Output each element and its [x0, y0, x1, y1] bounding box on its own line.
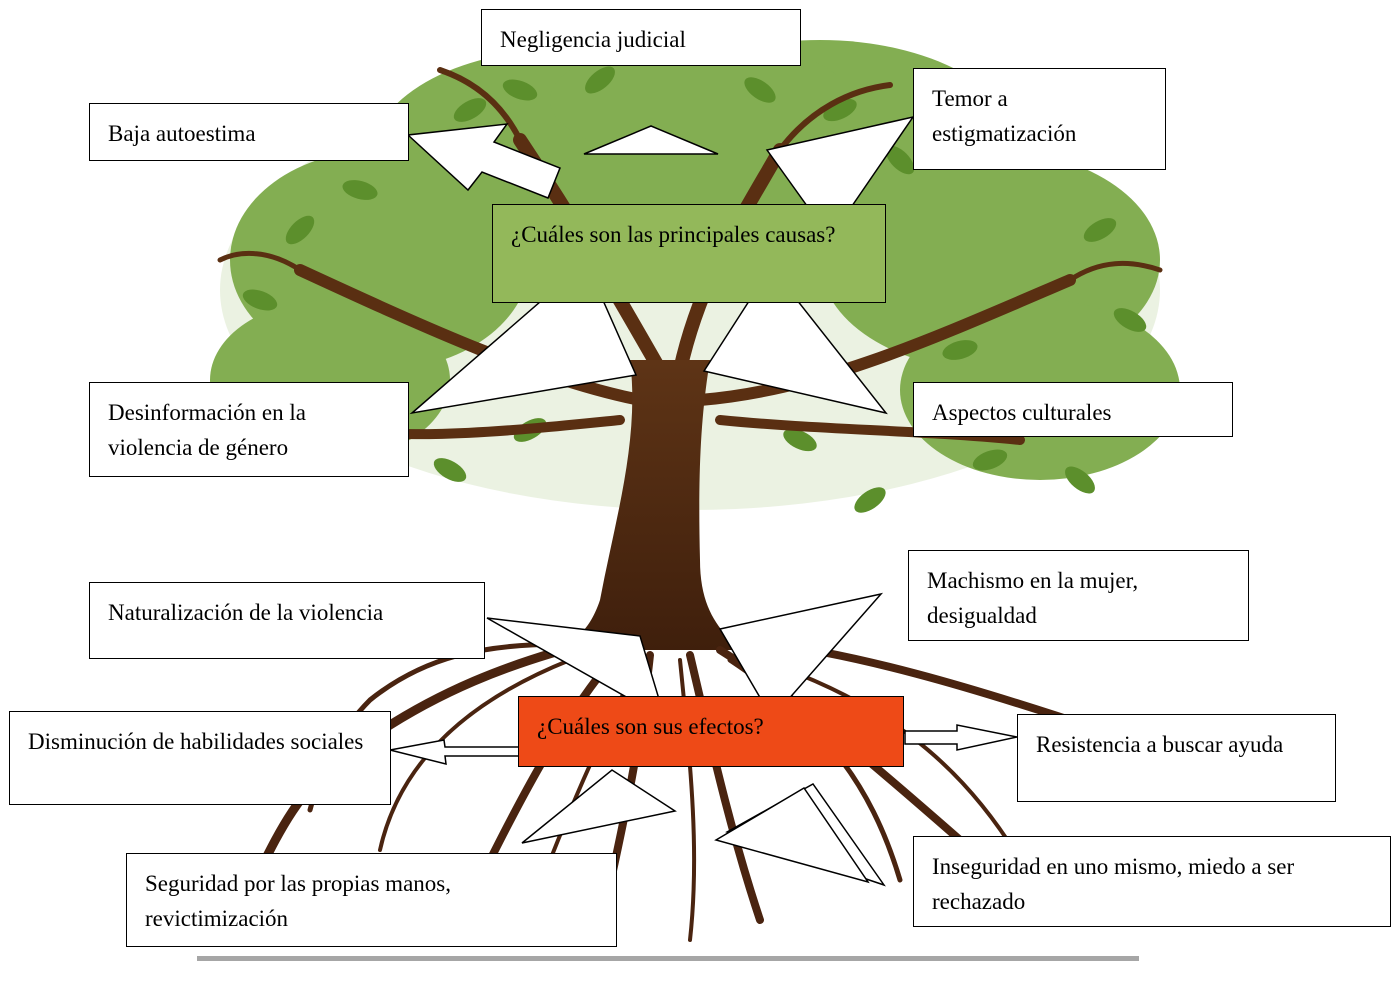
arrow-to-naturalizacion [486, 617, 667, 721]
arrow-to-resistencia [904, 724, 1018, 751]
effects-question-text: ¿Cuáles son sus efectos? [537, 714, 764, 739]
arrow-callouts [389, 115, 1018, 887]
effect-resistencia-text: Resistencia a buscar ayuda [1036, 732, 1284, 757]
cause-negligencia-text: Negligencia judicial [500, 27, 686, 52]
cause-negligencia-box: Negligencia judicial [481, 9, 801, 66]
arrow-to-machismo [718, 592, 884, 720]
effect-resistencia-box: Resistencia a buscar ayuda [1017, 714, 1336, 802]
effect-naturalizacion-text: Naturalización de la violencia [108, 600, 384, 625]
arrow-to-culturales [702, 265, 888, 415]
cause-desinformacion-box: Desinformación en la violencia de género [89, 382, 409, 477]
tree-trunk [560, 360, 740, 650]
effects-question-box: ¿Cuáles son sus efectos? [518, 696, 904, 767]
effect-naturalizacion-box: Naturalización de la violencia [89, 582, 485, 659]
effect-inseguridad-box: Inseguridad en uno mismo, miedo a ser re… [913, 836, 1391, 927]
cause-autoestima-text: Baja autoestima [108, 121, 256, 146]
effect-disminucion-text: Disminución de habilidades sociales [28, 729, 364, 754]
cause-temor-box: Temor a estigmatización [913, 68, 1166, 170]
cause-temor-text: Temor a estigmatización [932, 86, 1077, 146]
bottom-divider [197, 956, 1139, 961]
cause-desinformacion-text: Desinformación en la violencia de género [108, 400, 306, 460]
effect-seguridad-text: Seguridad por las propias manos, revicti… [145, 871, 451, 931]
arrow-to-disminucion [389, 739, 520, 765]
causes-question-box: ¿Cuáles son las principales causas? [492, 204, 886, 303]
arrow-to-autoestima [406, 123, 561, 199]
effect-machismo-box: Machismo en la mujer, desigualdad [908, 550, 1249, 641]
effect-machismo-text: Machismo en la mujer, desigualdad [927, 568, 1139, 628]
arrow-to-negligencia [583, 125, 719, 155]
arrow-to-temor [765, 115, 915, 240]
effect-inseguridad-text: Inseguridad en uno mismo, miedo a ser re… [932, 854, 1295, 914]
arrow-to-seguridad [521, 769, 677, 844]
effect-seguridad-box: Seguridad por las propias manos, revicti… [126, 853, 617, 947]
causes-question-text: ¿Cuáles son las principales causas? [511, 222, 836, 247]
arrow-to-inseguridad [714, 786, 870, 884]
cause-culturales-box: Aspectos culturales [913, 382, 1233, 437]
effect-disminucion-box: Disminución de habilidades sociales [9, 711, 391, 805]
cause-culturales-text: Aspectos culturales [932, 400, 1112, 425]
cause-autoestima-box: Baja autoestima [89, 103, 409, 161]
leaf-pattern [242, 66, 1147, 513]
